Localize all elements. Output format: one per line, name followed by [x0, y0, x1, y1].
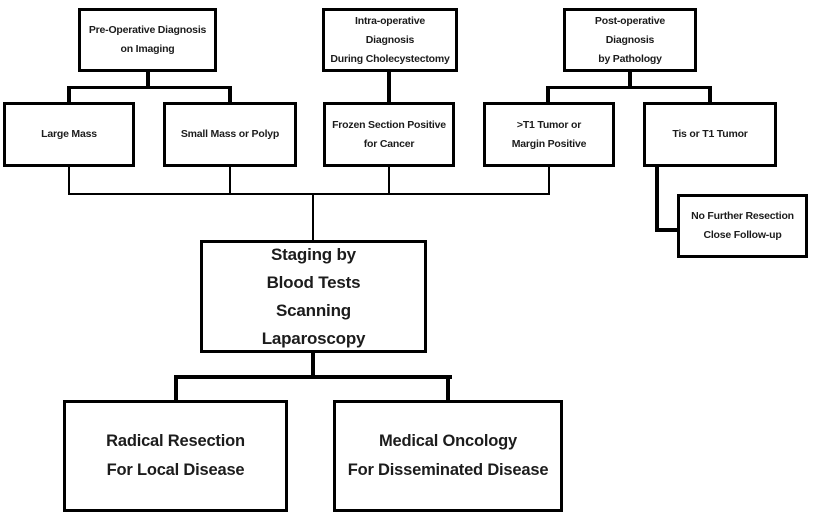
- connector-line: [548, 167, 550, 195]
- connector-line: [174, 375, 178, 402]
- connector-line: [387, 72, 391, 103]
- node-label-line: on Imaging: [120, 43, 175, 55]
- connector-line: [67, 86, 232, 89]
- node-radical-resection: Radical Resection For Local Disease: [63, 400, 288, 512]
- connector-line: [628, 72, 632, 89]
- connector-line: [68, 193, 550, 195]
- node-label-line: >T1 Tumor or: [516, 118, 582, 131]
- node-label-line: Pre-Operative Diagnosis: [88, 24, 207, 36]
- connector-line: [546, 86, 550, 103]
- node-label-line: Diagnosis: [365, 33, 415, 46]
- node-label-line: Medical Oncology: [379, 432, 517, 450]
- node-label-line: Small Mass or Polyp: [180, 128, 280, 140]
- connector-line: [708, 86, 712, 103]
- node-label-line: by Pathology: [598, 52, 662, 65]
- node-label-line: Blood Tests: [266, 272, 361, 292]
- connector-line: [312, 193, 314, 241]
- node-staging-workup: Staging by Blood Tests Scanning Laparosc…: [200, 240, 427, 353]
- node-label-line: Frozen Section Positive: [332, 118, 446, 131]
- connector-line: [68, 167, 70, 195]
- node-intraoperative-diagnosis: Intra-operative Diagnosis During Cholecy…: [322, 8, 458, 72]
- connector-line: [311, 353, 315, 379]
- connector-line: [655, 228, 679, 232]
- node-preoperative-diagnosis: Pre-Operative Diagnosis on Imaging: [78, 8, 217, 72]
- node-label-line: Large Mass: [41, 128, 97, 140]
- node-tis-or-t1-tumor: Tis or T1 Tumor: [643, 102, 777, 167]
- node-medical-oncology: Medical Oncology For Disseminated Diseas…: [333, 400, 563, 512]
- node-label-line: For Local Disease: [106, 461, 245, 479]
- node-label-line: Post-operative: [594, 14, 666, 27]
- node-label-line: Diagnosis: [605, 33, 655, 46]
- connector-line: [388, 167, 390, 195]
- connector-line: [446, 375, 450, 402]
- node-label-line: During Cholecystectomy: [330, 52, 450, 65]
- node-small-mass-or-polyp: Small Mass or Polyp: [163, 102, 297, 167]
- node-label-line: Intra-operative: [355, 14, 425, 27]
- node-label-line: Close Follow-up: [703, 229, 782, 241]
- node-label-line: No Further Resection: [691, 210, 794, 222]
- connector-line: [228, 86, 232, 103]
- connector-line: [229, 167, 231, 195]
- node-label-line: Radical Resection: [106, 432, 245, 450]
- node-postoperative-diagnosis: Post-operative Diagnosis by Pathology: [563, 8, 697, 72]
- node-label-line: Staging by: [271, 244, 356, 264]
- connector-line: [546, 86, 712, 89]
- connector-line: [146, 72, 150, 89]
- node-frozen-section-positive: Frozen Section Positive for Cancer: [323, 102, 455, 167]
- node-label-line: for Cancer: [363, 137, 415, 150]
- node-label-line: Scanning: [276, 300, 351, 320]
- node-large-mass: Large Mass: [3, 102, 135, 167]
- connector-line: [67, 86, 71, 103]
- node-gt-t1-tumor-or-margin-positive: >T1 Tumor or Margin Positive: [483, 102, 615, 167]
- node-label-line: Margin Positive: [511, 137, 587, 150]
- node-label-line: For Disseminated Disease: [347, 461, 549, 479]
- node-label-line: Laparoscopy: [261, 328, 366, 348]
- connector-line: [655, 167, 659, 232]
- connector-line: [174, 375, 452, 379]
- node-no-further-resection: No Further Resection Close Follow-up: [677, 194, 808, 258]
- node-label-line: Tis or T1 Tumor: [672, 128, 748, 140]
